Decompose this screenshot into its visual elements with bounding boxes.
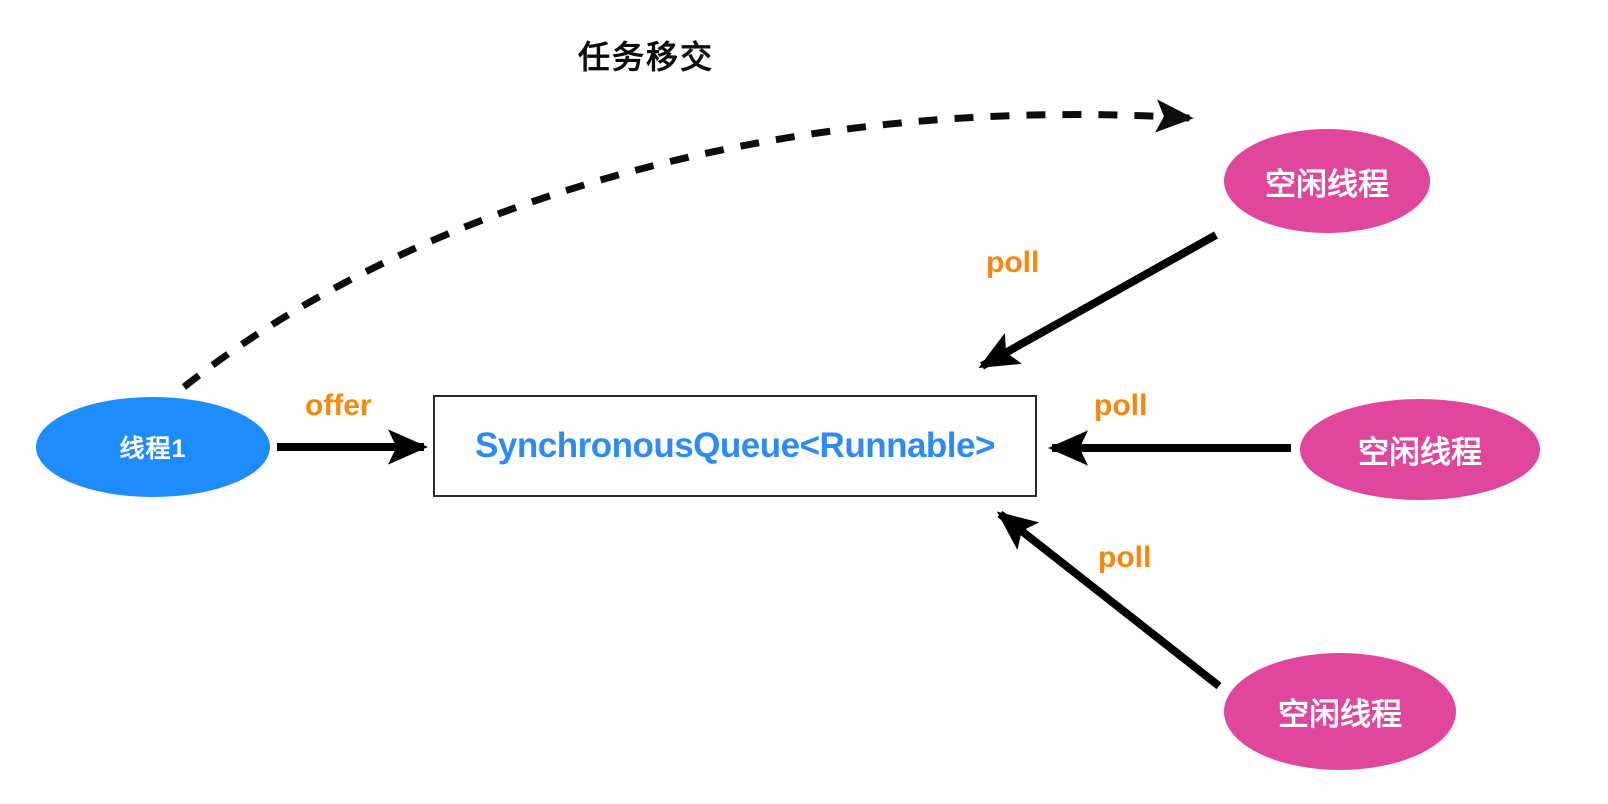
node-idle-thread-top-label: 空闲线程 [1265, 166, 1389, 202]
diagram-title: 任务移交 [577, 39, 714, 75]
node-idle-thread-middle-label: 空闲线程 [1358, 435, 1482, 470]
edge-label-offer: offer [305, 389, 372, 422]
edge-poll-bottom-line [996, 510, 1222, 690]
node-idle-thread-middle[interactable]: 空闲线程 [1300, 399, 1540, 500]
edge-label-poll-top: poll [986, 246, 1040, 279]
node-synchronous-queue[interactable]: SynchronousQueue<Runnable> [433, 395, 1037, 497]
node-thread1-label: 线程1 [119, 435, 187, 463]
node-thread1[interactable]: 线程1 [36, 397, 270, 497]
node-idle-thread-bottom-label: 空闲线程 [1278, 697, 1402, 732]
edge-label-poll-middle: poll [1094, 389, 1148, 422]
node-idle-thread-top[interactable]: 空闲线程 [1224, 129, 1430, 233]
edge-label-poll-bottom: poll [1098, 541, 1152, 574]
node-idle-thread-bottom[interactable]: 空闲线程 [1224, 653, 1456, 770]
node-synchronous-queue-label: SynchronousQueue<Runnable> [475, 426, 995, 465]
edge-poll-top-line [978, 231, 1218, 370]
edge-handoff-line [181, 99, 1194, 390]
